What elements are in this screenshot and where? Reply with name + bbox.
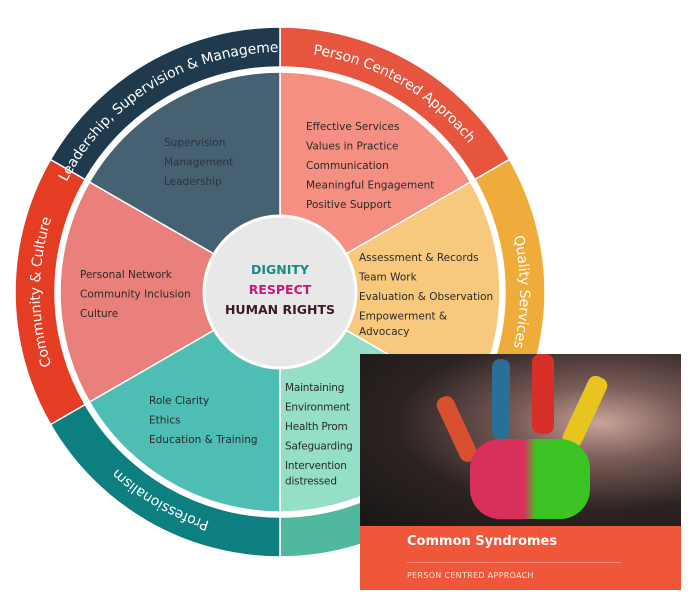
card-divider [407, 562, 621, 563]
card-title[interactable]: Common Syndromes [407, 534, 558, 549]
wedge-item: Personal Network [80, 269, 173, 281]
article-card[interactable]: Common Syndromes PERSON CENTRED APPROACH [360, 354, 681, 590]
card-category: PERSON CENTRED APPROACH [407, 571, 534, 580]
wedge-item: Intervention [285, 460, 347, 472]
wedge-item: Positive Support [306, 199, 391, 211]
wedge-item: distressed [285, 476, 337, 488]
wedge-item: Assessment & Records [359, 252, 479, 264]
wedge-item: Role Clarity [149, 395, 209, 407]
wedge-item: Health Prom [285, 421, 348, 433]
wedge-item: Leadership [164, 176, 222, 188]
ring-label-quality-services: Quality Services [510, 234, 532, 350]
wedge-item: Meaningful Engagement [306, 180, 434, 192]
wedge-item: Empowerment & [359, 311, 447, 323]
wedge-item: Culture [80, 308, 118, 320]
wedge-community-culture [59, 180, 282, 404]
wedge-item: Evaluation & Observation [359, 291, 493, 303]
center-dignity: DIGNITY [251, 262, 310, 277]
wedge-item: Community Inclusion [80, 289, 191, 301]
wedge-item: Effective Services [306, 121, 399, 133]
center-circle [202, 214, 358, 370]
card-photo [360, 354, 681, 526]
wedge-item: Communication [306, 160, 389, 172]
wedge-item: Management [164, 157, 233, 169]
wedge-item: Maintaining [285, 382, 344, 394]
wedge-item: Education & Training [149, 434, 258, 446]
center-human-rights: HUMAN RIGHTS [225, 302, 335, 317]
wedge-item: Ethics [149, 415, 181, 427]
wedge-item: Team Work [358, 272, 418, 284]
wedge-item: Safeguarding [285, 441, 353, 453]
ring-segment-leadership [49, 26, 281, 181]
wedge-item: Environment [285, 402, 350, 414]
wedge-item: Advocacy [359, 326, 410, 338]
center-respect: RESPECT [249, 282, 312, 297]
wedge-item: Supervision [164, 137, 225, 149]
wedge-item: Values in Practice [306, 141, 399, 153]
